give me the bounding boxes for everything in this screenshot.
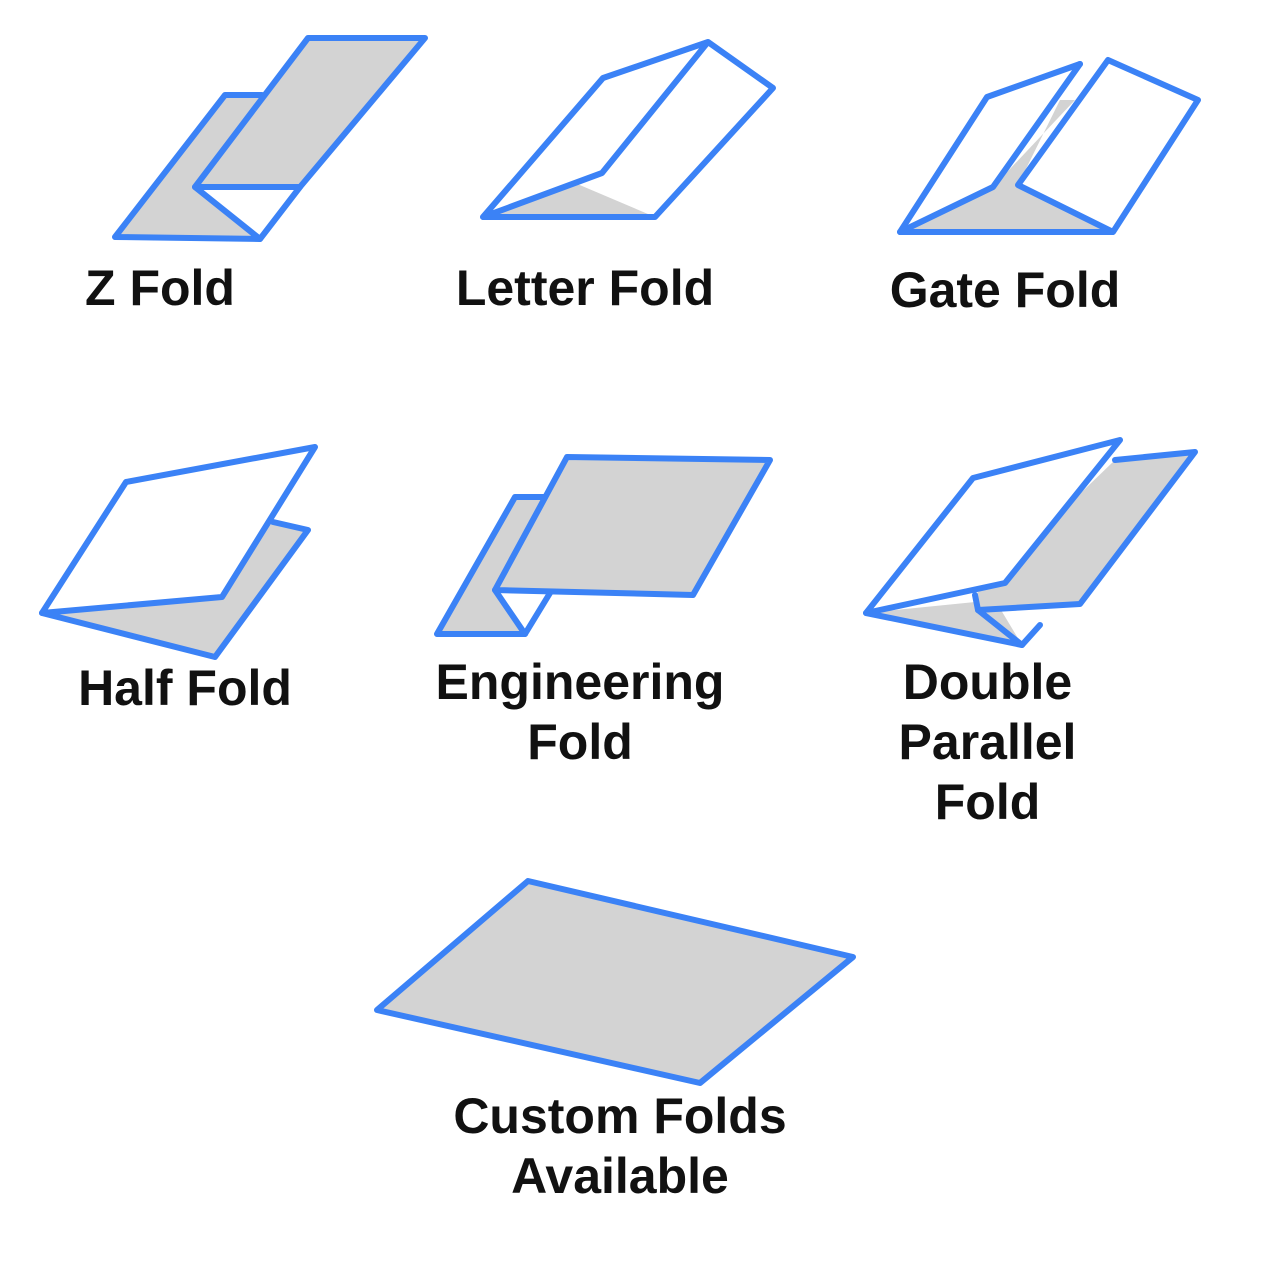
double-parallel-fold-illustration [863,437,1198,648]
letter-fold-label-line: Letter Fold [455,260,715,316]
z-fold-illustration [112,35,428,242]
gate-fold-label: Gate Fold [860,260,1150,320]
custom-folds-label: Custom Folds Available [400,1086,840,1206]
custom-folds-label-line-1: Custom Folds [453,1088,787,1144]
letter-fold-label: Letter Fold [420,258,750,318]
double-parallel-fold-label-line-2: Parallel [898,714,1077,770]
double-parallel-fold-label-line-3: Fold [934,774,1041,830]
half-fold-label: Half Fold [40,658,330,718]
gate-fold-label-line: Gate Fold [889,262,1121,318]
half-fold-illustration [39,444,318,660]
z-fold-label: Z Fold [60,258,260,318]
letter-fold-illustration [480,39,776,220]
custom-folds-illustration [374,878,856,1086]
gate-fold-illustration [897,57,1201,235]
engineering-fold-illustration [434,454,773,637]
engineering-fold-label-line-1: Engineering [435,654,725,710]
z-fold-label-line: Z Fold [85,260,235,316]
double-parallel-fold-label: Double Parallel Fold [860,652,1115,832]
half-fold-label-line: Half Fold [78,660,292,716]
custom-folds-label-line-2: Available [511,1148,729,1204]
engineering-fold-label: Engineering Fold [400,652,760,772]
double-parallel-fold-label-line-1: Double [902,654,1073,710]
engineering-fold-label-line-2: Fold [527,714,633,770]
